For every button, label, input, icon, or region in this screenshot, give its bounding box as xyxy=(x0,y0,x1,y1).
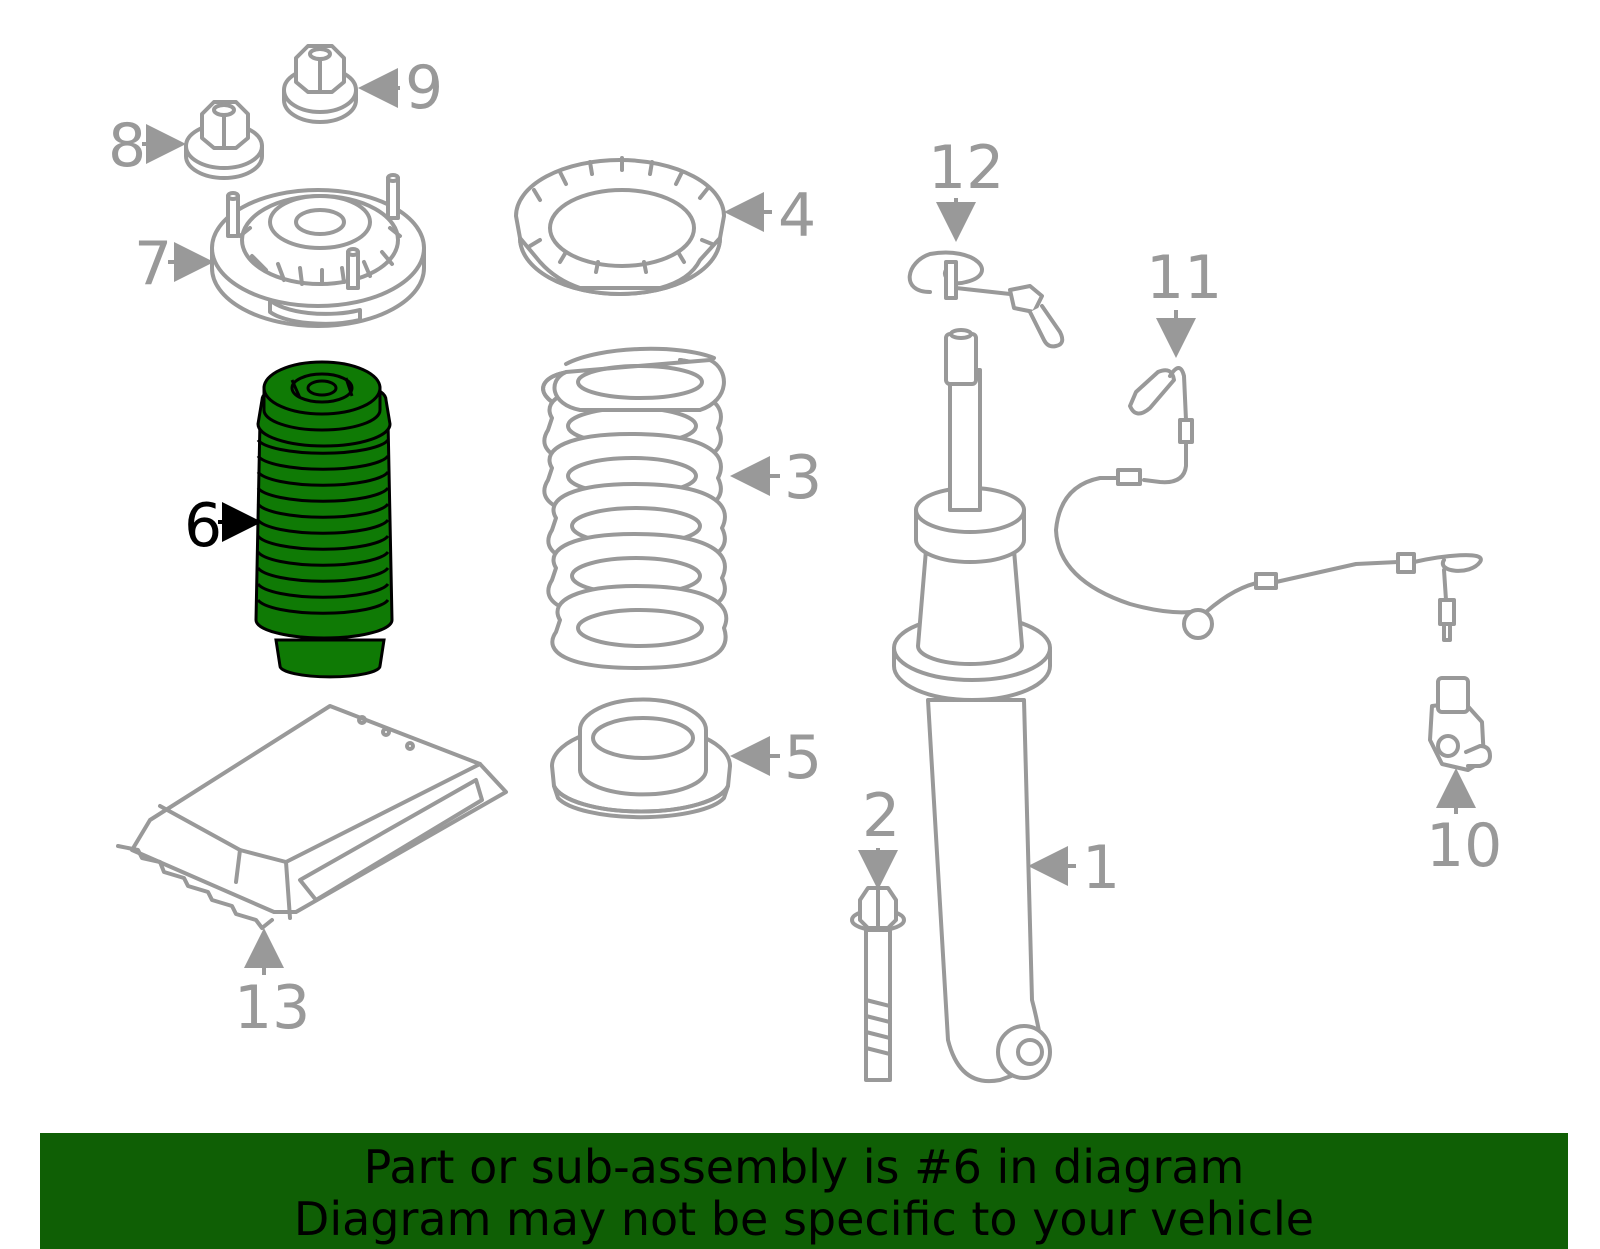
callout-10[interactable]: 10 xyxy=(1426,811,1502,881)
callout-4[interactable]: 4 xyxy=(778,181,816,251)
callout-2[interactable]: 2 xyxy=(862,781,900,851)
callout-1[interactable]: 1 xyxy=(1082,833,1120,903)
part-12-sensor-wire[interactable] xyxy=(907,250,1065,349)
callout-3[interactable]: 3 xyxy=(784,443,822,513)
callout-8[interactable]: 8 xyxy=(108,111,146,181)
callout-11[interactable]: 11 xyxy=(1146,243,1222,313)
part-5-lower-spring-seat[interactable] xyxy=(550,697,732,820)
info-banner: Part or sub-assembly is #6 in diagram Di… xyxy=(40,1133,1568,1249)
part-6-dust-boot[interactable] xyxy=(254,360,394,679)
banner-line-1: Part or sub-assembly is #6 in diagram xyxy=(363,1140,1245,1194)
callout-7[interactable]: 7 xyxy=(134,229,172,299)
part-3-coil-spring[interactable] xyxy=(541,346,729,670)
part-10-sensor-connector[interactable] xyxy=(1428,676,1492,772)
callout-6[interactable]: 6 xyxy=(184,491,222,561)
part-1-shock-absorber[interactable] xyxy=(892,328,1052,1084)
part-4-upper-spring-seat[interactable] xyxy=(514,156,726,296)
part-13-control-module[interactable] xyxy=(116,704,508,930)
part-8-nut[interactable] xyxy=(184,100,264,180)
callout-5[interactable]: 5 xyxy=(784,723,822,793)
callout-12[interactable]: 12 xyxy=(928,133,1004,203)
callout-9[interactable]: 9 xyxy=(405,53,443,123)
part-7-strut-mount[interactable] xyxy=(210,173,426,328)
part-9-nut[interactable] xyxy=(282,44,358,124)
spring-coils xyxy=(542,358,729,670)
part-2-bolt[interactable] xyxy=(850,886,906,1082)
part-11-wear-sensor-harness[interactable] xyxy=(1054,366,1483,642)
callout-13[interactable]: 13 xyxy=(234,973,310,1043)
banner-line-2: Diagram may not be specific to your vehi… xyxy=(293,1192,1315,1246)
